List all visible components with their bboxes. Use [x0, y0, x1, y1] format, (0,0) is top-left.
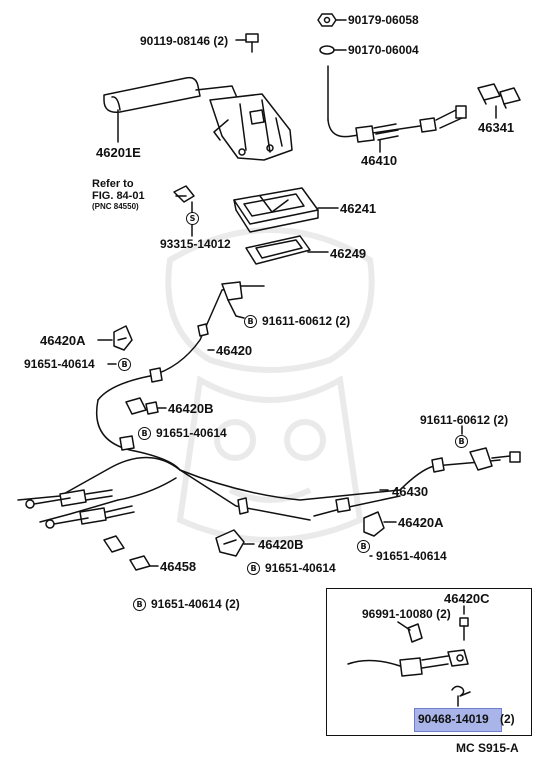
nut-90179 [317, 13, 347, 27]
label-46430: 46430 [392, 484, 429, 499]
gasket-46249 [245, 235, 311, 265]
inset-pin-90468 [451, 685, 471, 707]
label-90119: 90119-08146 (2) [140, 34, 229, 48]
marker-b-91651-e: B [133, 598, 146, 611]
label-46420c: 46420C [444, 591, 490, 606]
inset-frame [326, 588, 532, 736]
lever-boot-46241 [233, 187, 319, 233]
refer-bracket [173, 185, 195, 203]
label-46241: 46241 [340, 201, 377, 216]
refer-line-3: (PNC 84550) [92, 202, 139, 211]
clamp-46420a-right [363, 511, 385, 537]
marker-b-91651-c: B [357, 540, 370, 553]
label-46420: 46420 [216, 343, 253, 358]
label-91651-d: 91651-40614 [265, 561, 336, 575]
label-91651-e: 91651-40614 (2) [151, 597, 240, 611]
label-90468-qty: (2) [500, 712, 515, 726]
marker-b-91651-b: B [138, 427, 151, 440]
label-91651-b: 91651-40614 [156, 426, 227, 440]
label-91651-c: 91651-40614 [376, 549, 447, 563]
label-46201e: 46201E [96, 145, 141, 160]
label-91611-top: 91611-60612 (2) [262, 314, 351, 328]
marker-b-91651-d: B [247, 562, 260, 575]
refer-note: Refer to FIG. 84-01 (PNC 84550) [92, 178, 145, 211]
clamp-46420a-top [113, 325, 133, 351]
label-46420a-top: 46420A [40, 333, 86, 348]
rear-cable-46430 [17, 399, 521, 523]
label-91611-right: 91611-60612 (2) [420, 413, 509, 427]
clamp-46420b-low [215, 529, 245, 557]
label-46420b-low: 46420B [258, 537, 304, 552]
inset-clip-96991 [397, 621, 423, 643]
label-46410: 46410 [361, 153, 398, 168]
marker-b-91651-a: B [118, 358, 131, 371]
label-90468: 90468-14019 [418, 712, 489, 726]
label-46420b-top: 46420B [168, 401, 214, 416]
marker-b-91611-top: B [244, 315, 257, 328]
refer-line-1: Refer to [92, 178, 134, 190]
label-46420a-right: 46420A [398, 515, 444, 530]
washer-90170 [319, 45, 347, 55]
clamp-46420b-top [125, 397, 159, 415]
marker-s-93315: S [186, 212, 199, 225]
label-46249: 46249 [330, 246, 367, 261]
cable-46420 [97, 281, 265, 401]
label-90179: 90179-06058 [348, 13, 419, 27]
samurai-watermark [165, 227, 375, 543]
label-46341: 46341 [478, 120, 515, 135]
label-46458: 46458 [160, 559, 197, 574]
clip-46458 [103, 535, 151, 571]
marker-b-91611-right: B [455, 435, 468, 448]
equalizer-cable-46410 [327, 65, 467, 143]
label-90170: 90170-06004 [348, 43, 419, 57]
cable-end-left [25, 489, 135, 529]
diagram-code: MC S915-A [456, 741, 519, 755]
label-96991: 96991-10080 (2) [362, 607, 451, 621]
highlight-box-90468 [414, 708, 502, 732]
label-91651-a: 91651-40614 [24, 357, 95, 371]
bolt-90119 [235, 33, 259, 53]
inset-cable-end [347, 649, 469, 677]
inset-bolt-46420c [459, 605, 469, 641]
refer-line-2: FIG. 84-01 [92, 190, 145, 202]
parking-brake-lever [103, 76, 293, 161]
label-93315: 93315-14012 [160, 237, 231, 251]
clip-46341 [477, 83, 521, 109]
